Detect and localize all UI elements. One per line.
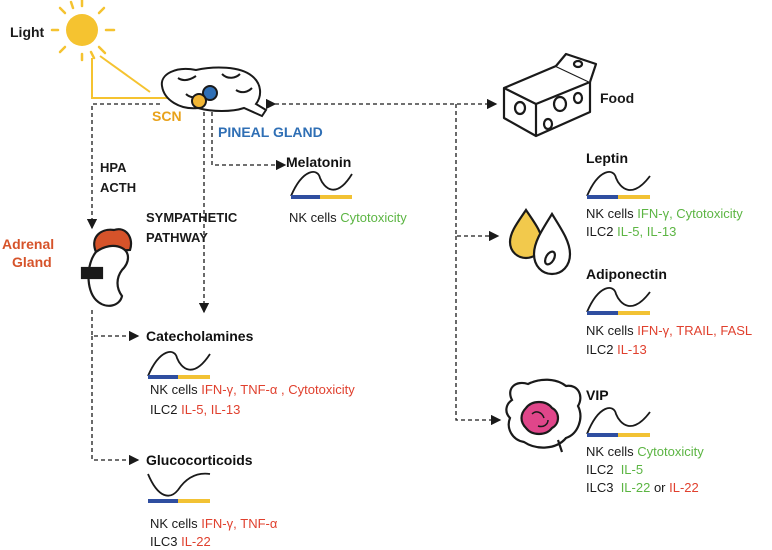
adrenal-label: Adrenal [2,236,55,252]
wave-catecholamines [147,351,211,379]
glucocorticoids-line1: NK cells IFN-γ, TNF-α [150,516,278,531]
brain-icon [160,66,268,118]
wave-glucocorticoids [147,472,211,503]
adiponectin-line2: ILC2 IL-13 [586,342,647,357]
fat-droplets-icon [508,208,572,276]
vip-line1: NK cells Cytotoxicity [586,444,704,459]
pathway-label: PATHWAY [146,230,208,245]
leptin-line1: NK cells IFN-γ, Cytotoxicity [586,206,743,221]
leptin-title: Leptin [586,150,628,166]
catecholamines-line2: ILC2 IL-5, IL-13 [150,402,241,417]
gland-label: Gland [12,254,52,270]
vip-line2: ILC2 IL-5 [586,462,644,477]
wave-leptin [586,171,651,199]
intestine-icon [505,378,582,453]
light-label: Light [10,24,45,40]
catecholamines-line1: NK cells IFN-γ, TNF-α , Cytotoxicity [150,382,355,397]
vip-line3: ILC3 IL-22 or IL-22 [586,480,699,495]
vip-title: VIP [586,387,609,403]
adiponectin-line1: NK cells IFN-γ, TRAIL, FASL [586,323,753,338]
wave-melatonin [290,171,353,199]
glucocorticoids-line2: ILC3 IL-22 [150,534,211,549]
leptin-line2: ILC2 IL-5, IL-13 [586,224,677,239]
wave-adiponectin [586,287,651,315]
wave-vip [586,407,651,437]
pineal-gland-label: PINEAL GLAND [218,124,323,140]
scn-label: SCN [152,108,182,124]
acth-label: ACTH [100,180,137,195]
melatonin-title: Melatonin [286,154,352,170]
hpa-label: HPA [100,160,127,175]
sympathetic-label: SYMPATHETIC [146,210,238,225]
sun-icon [50,0,198,99]
adrenal-kidney-icon [80,228,133,307]
cheese-icon [502,52,598,138]
melatonin-line1: NK cells Cytotoxicity [289,210,407,225]
catecholamines-title: Catecholamines [146,328,254,344]
food-label: Food [600,90,635,106]
adiponectin-title: Adiponectin [586,266,667,282]
glucocorticoids-title: Glucocorticoids [146,452,253,468]
